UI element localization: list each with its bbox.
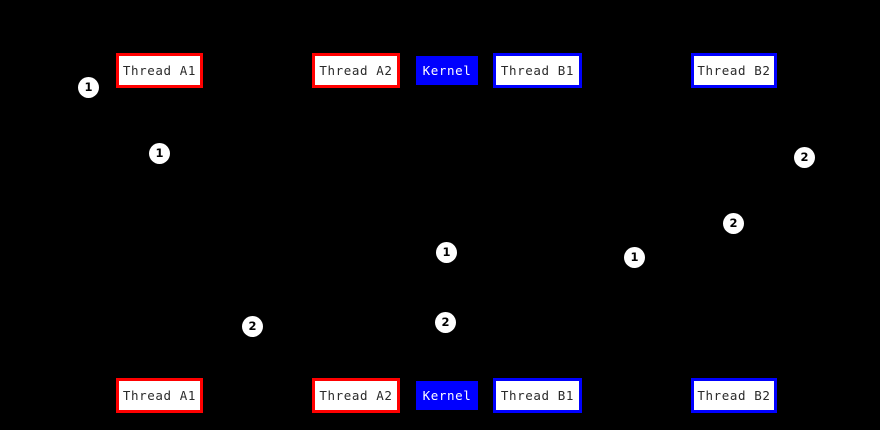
step-number-badge: 2 bbox=[723, 213, 744, 234]
step-number-label: 2 bbox=[248, 318, 257, 333]
step-number-label: 1 bbox=[442, 244, 451, 259]
participant-label: Thread B2 bbox=[697, 388, 771, 403]
step-number-label: 1 bbox=[155, 145, 164, 160]
participant-label: Thread B1 bbox=[500, 388, 575, 403]
lifeline-thread-b1 bbox=[537, 88, 538, 378]
participant-label: Thread B1 bbox=[500, 63, 575, 78]
participant-label: Thread A2 bbox=[319, 388, 393, 403]
message-arrowhead-3 bbox=[356, 318, 363, 326]
step-number-label: 1 bbox=[84, 79, 93, 94]
participant-label: Thread B2 bbox=[697, 63, 771, 78]
step-number-label: 2 bbox=[800, 149, 809, 164]
participant-label: Thread A1 bbox=[122, 63, 197, 78]
participant-kernel-top[interactable]: Kernel bbox=[416, 56, 478, 85]
step-number-label: 2 bbox=[441, 314, 450, 329]
participant-thread-b2-top[interactable]: Thread B2 bbox=[691, 53, 777, 88]
participant-kernel-bottom[interactable]: Kernel bbox=[416, 381, 478, 410]
lifeline-kernel bbox=[447, 88, 448, 378]
lifeline-thread-a2 bbox=[356, 88, 357, 378]
participant-thread-a2-top[interactable]: Thread A2 bbox=[312, 53, 400, 88]
participant-label: Thread A1 bbox=[122, 388, 197, 403]
participant-label: Kernel bbox=[422, 63, 472, 78]
step-number-badge: 1 bbox=[78, 77, 99, 98]
message-arrow-3 bbox=[356, 322, 447, 323]
step-number-badge: 1 bbox=[149, 143, 170, 164]
step-number-badge: 2 bbox=[435, 312, 456, 333]
lifeline-thread-a1 bbox=[159, 88, 160, 378]
participant-thread-a1-bottom[interactable]: Thread A1 bbox=[116, 378, 203, 413]
message-arrow-1 bbox=[159, 252, 447, 253]
participant-thread-b1-bottom[interactable]: Thread B1 bbox=[493, 378, 582, 413]
step-number-badge: 1 bbox=[436, 242, 457, 263]
participant-thread-a2-bottom[interactable]: Thread A2 bbox=[312, 378, 400, 413]
step-number-label: 1 bbox=[630, 249, 639, 264]
step-number-badge: 1 bbox=[624, 247, 645, 268]
participant-thread-b2-bottom[interactable]: Thread B2 bbox=[691, 378, 777, 413]
participant-label: Kernel bbox=[422, 388, 472, 403]
participant-label: Thread A2 bbox=[319, 63, 393, 78]
step-number-badge: 2 bbox=[242, 316, 263, 337]
message-arrowhead-4 bbox=[349, 322, 356, 330]
step-number-label: 2 bbox=[729, 215, 738, 230]
participant-thread-a1-top[interactable]: Thread A1 bbox=[116, 53, 203, 88]
participant-thread-b1-top[interactable]: Thread B1 bbox=[493, 53, 582, 88]
step-number-badge: 2 bbox=[794, 147, 815, 168]
message-arrowhead-2 bbox=[537, 253, 544, 261]
